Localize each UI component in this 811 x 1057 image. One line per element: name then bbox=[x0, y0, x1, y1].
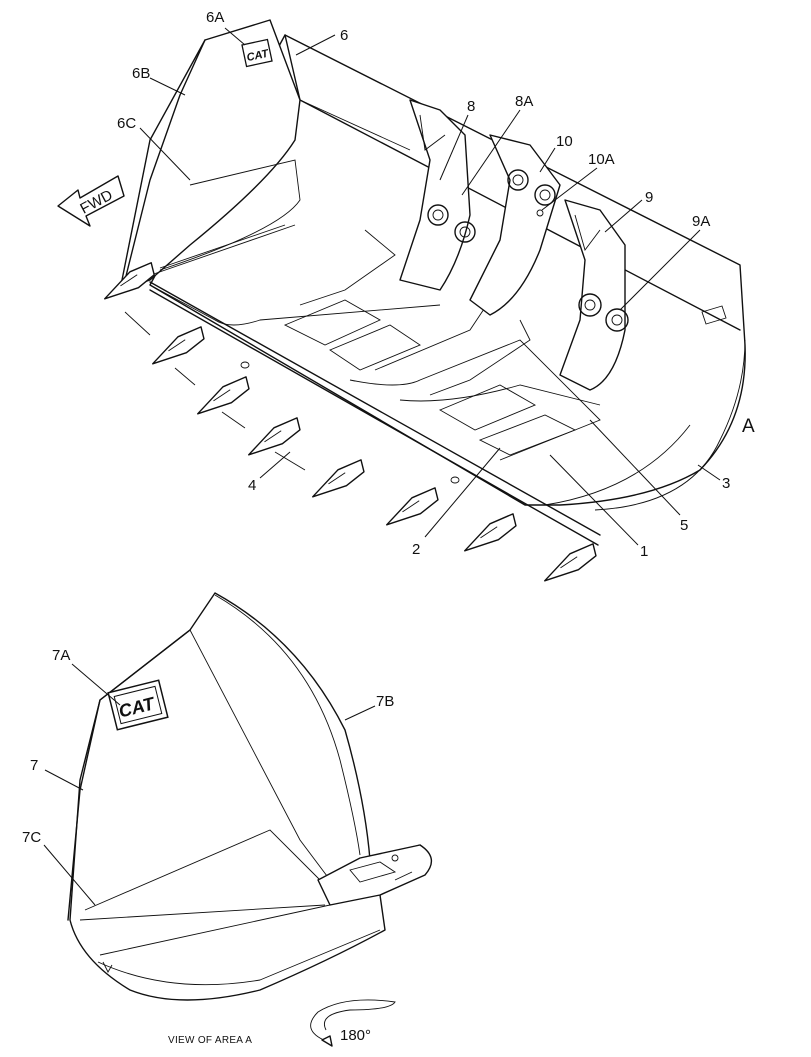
label-a: A bbox=[742, 416, 755, 437]
side-plate-detail-7: CAT bbox=[67, 592, 433, 1001]
adapter-view-a bbox=[317, 844, 433, 906]
label-1: 1 bbox=[640, 543, 648, 560]
label-8a: 8A bbox=[515, 93, 533, 110]
label-6c: 6C bbox=[117, 115, 136, 132]
label-3: 3 bbox=[722, 475, 730, 492]
tooth-tips-4 bbox=[103, 262, 597, 582]
cat-logo-icon: CAT bbox=[107, 679, 169, 731]
pin bbox=[240, 361, 250, 369]
callout-labels-top: 6A 6 6B 6C 8 8A 10 10A 9 9A A 3 4 5 2 1 bbox=[117, 9, 755, 560]
label-7: 7 bbox=[30, 757, 38, 774]
label-4: 4 bbox=[248, 477, 256, 494]
side-cutter-6C bbox=[159, 159, 301, 271]
label-2: 2 bbox=[412, 541, 420, 558]
cat-logo-icon: CAT bbox=[241, 38, 273, 68]
fwd-arrow-icon: FWD bbox=[57, 175, 125, 227]
label-7c: 7C bbox=[22, 829, 41, 846]
label-10: 10 bbox=[556, 133, 573, 150]
side-cutter-7c bbox=[84, 829, 321, 911]
leader-lines-top bbox=[139, 27, 721, 546]
rotation-label: 180° bbox=[340, 1027, 371, 1044]
rotate-180-icon bbox=[310, 999, 396, 1047]
pin bbox=[450, 476, 460, 484]
link-bracket-10 bbox=[469, 134, 561, 316]
bucket-assembly: CAT bbox=[103, 19, 746, 582]
label-6: 6 bbox=[340, 27, 348, 44]
label-9a: 9A bbox=[692, 213, 710, 230]
wrapper-eye bbox=[701, 305, 727, 325]
hinge-bracket-9 bbox=[559, 199, 629, 391]
label-7b: 7B bbox=[376, 693, 394, 710]
side-plate-6 bbox=[119, 19, 301, 291]
label-10a: 10A bbox=[588, 151, 615, 168]
label-6b: 6B bbox=[132, 65, 150, 82]
logo-text-6a: CAT bbox=[246, 48, 271, 65]
hinge-bracket-8 bbox=[399, 99, 476, 291]
label-7a: 7A bbox=[52, 647, 70, 664]
callout-labels-bottom: 7A 7B 7 7C bbox=[22, 647, 394, 846]
label-9: 9 bbox=[645, 189, 653, 206]
label-6a: 6A bbox=[206, 9, 224, 26]
view-caption: VIEW OF AREA A bbox=[168, 1035, 252, 1046]
label-5: 5 bbox=[680, 517, 688, 534]
bucket-wrapper-edge bbox=[594, 339, 746, 511]
leader-lines-bottom bbox=[43, 663, 376, 906]
label-8: 8 bbox=[467, 98, 475, 115]
